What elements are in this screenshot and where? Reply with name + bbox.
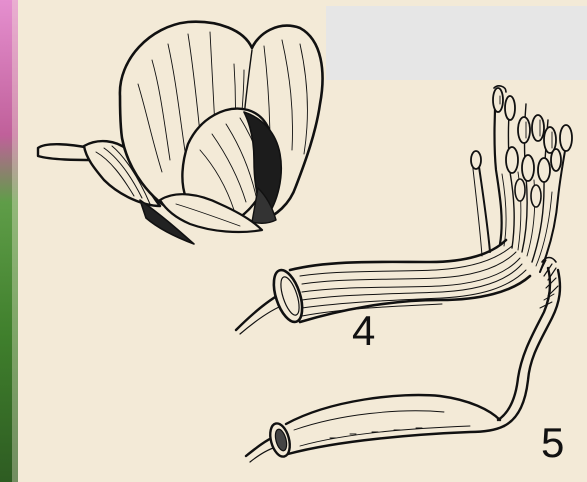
figure-label-4: 4 — [352, 310, 375, 352]
figure-label-5: 5 — [541, 422, 564, 464]
pea-flower-illustration — [38, 22, 323, 244]
